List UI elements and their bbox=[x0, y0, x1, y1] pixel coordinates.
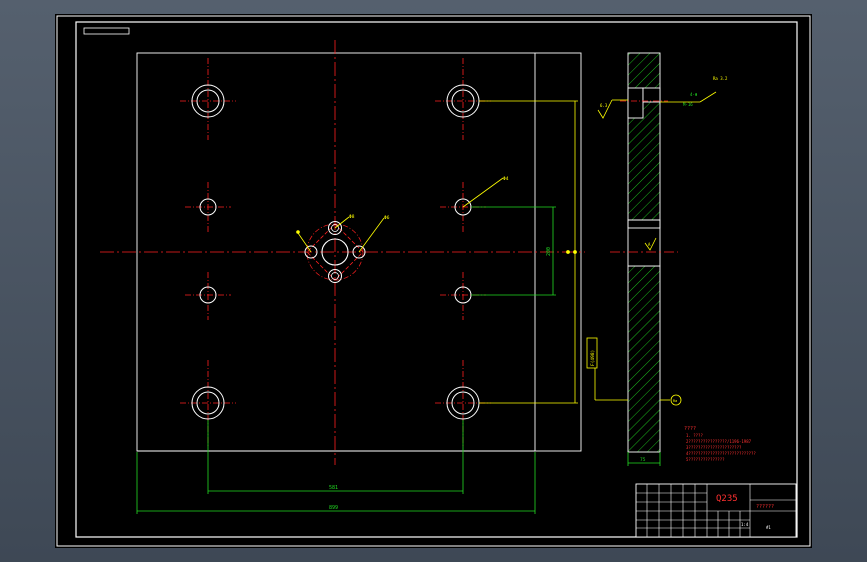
dim-vertical-inner: 200 bbox=[546, 247, 552, 256]
title-block-grid bbox=[636, 484, 796, 537]
dim-horizontal-outer: 899 bbox=[329, 505, 338, 511]
center-hole-pattern[interactable] bbox=[304, 221, 366, 283]
sheet-number: #1 bbox=[766, 525, 771, 530]
dim-total-tag: F(498) bbox=[590, 350, 596, 366]
counterbore-holes[interactable] bbox=[191, 84, 480, 420]
pocket-section bbox=[642, 87, 661, 103]
title-block-frame bbox=[635, 483, 797, 538]
scale-value: 1:4 bbox=[741, 522, 749, 527]
dim-tag-box bbox=[586, 337, 598, 369]
note-line-4: 4???????????????????????????? bbox=[686, 451, 756, 456]
technical-notes: ???? 1. ???? 2????????????????/1196-1987… bbox=[684, 426, 756, 462]
inner-frame bbox=[75, 21, 798, 538]
material-label: Q235 bbox=[716, 494, 738, 504]
callout-hole-note: M-16 bbox=[683, 102, 693, 107]
note-line-3: 3?????????????????????? bbox=[686, 445, 742, 450]
drawing-sheet bbox=[55, 14, 812, 548]
dim-horizontal-inner: 581 bbox=[329, 485, 338, 491]
corner-label-box bbox=[83, 27, 130, 35]
plate-front-view[interactable]: Φ4 Φ6 Φ8 200 581 899 bbox=[100, 40, 585, 514]
datum-label: A bbox=[648, 242, 651, 247]
plate-side-view[interactable]: F(498) 75 6.3 Ra 3.2 4-Φ M-16 A Ra bbox=[586, 52, 728, 466]
roughness-top: Ra 3.2 bbox=[713, 76, 728, 81]
note-line-1: 1. ???? bbox=[686, 433, 703, 438]
notes-title: ???? bbox=[684, 426, 696, 432]
roughness-symbols bbox=[597, 91, 717, 406]
title-block[interactable]: Q235 ?????? 1:4 #1 bbox=[635, 483, 797, 538]
section-upper bbox=[627, 52, 661, 221]
hole-centerlines bbox=[180, 58, 491, 446]
note-line-2: 2????????????????/1196-1987 bbox=[686, 439, 752, 444]
hole-callouts bbox=[296, 177, 504, 253]
callout-large-hole: 4-Φ bbox=[690, 92, 698, 97]
note-line-5: 5??????????????? bbox=[686, 457, 725, 462]
slot-section bbox=[627, 219, 661, 229]
thickness-dimension bbox=[627, 452, 661, 466]
roughness-right: Ra bbox=[673, 399, 677, 403]
callout-center-bore: Φ6 bbox=[384, 215, 390, 221]
dimension-lines bbox=[136, 206, 556, 514]
outer-frame bbox=[56, 15, 811, 547]
part-name: ?????? bbox=[756, 504, 774, 510]
callout-pin-holes: Φ8 bbox=[349, 214, 355, 220]
section-gap bbox=[627, 219, 661, 267]
section-lower bbox=[627, 265, 661, 453]
callout-small-hole: Φ4 bbox=[503, 176, 509, 182]
roughness-left: 6.3 bbox=[600, 103, 608, 108]
counterbore-section bbox=[627, 87, 644, 119]
dimension-lines-yellow bbox=[479, 100, 578, 404]
dim-thickness: 75 bbox=[640, 457, 646, 463]
